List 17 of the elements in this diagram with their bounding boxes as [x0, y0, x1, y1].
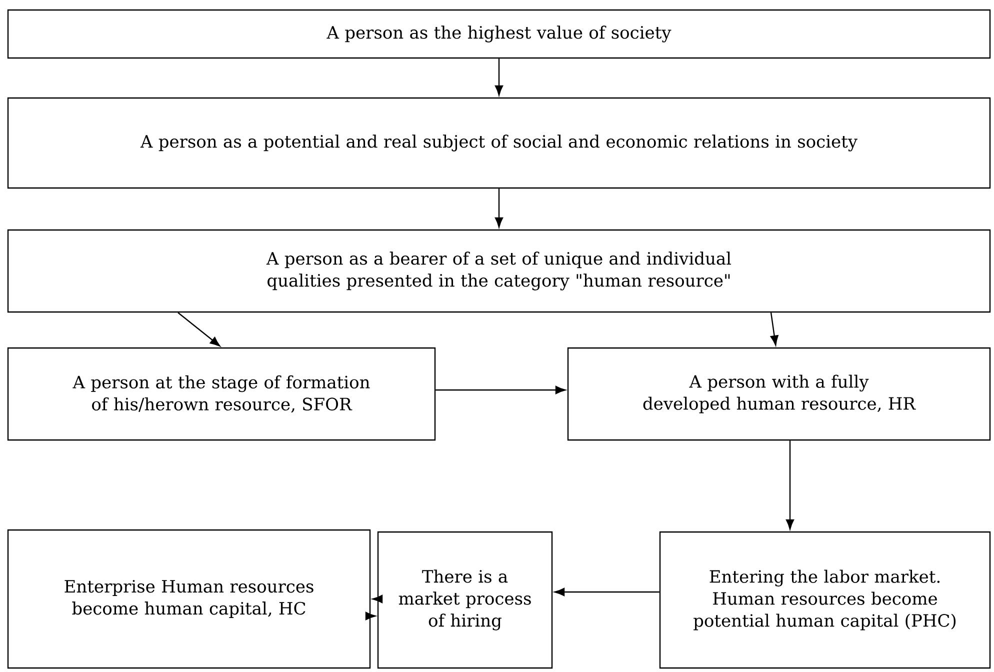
arrow [770, 312, 778, 346]
arrow [494, 58, 504, 96]
process-box: A person as the highest value of society [7, 9, 991, 59]
process-box: Entering the labor market. Human resources become potential human capital (PHC) [659, 531, 991, 669]
process-box: There is a market process of hiring [377, 531, 553, 669]
arrow [554, 588, 660, 596]
arrow [365, 612, 376, 620]
arrow [494, 188, 504, 228]
process-box: Enterprise Human resources become human capital, HC [7, 529, 371, 669]
arrow [786, 440, 794, 530]
process-box: A person as a potential and real subject of social and economic relations in society [7, 97, 991, 189]
process-box: A person as a bearer of a set of unique and individual qualities presented in the category "human resource" [7, 229, 991, 313]
arrow [178, 312, 220, 346]
arrow [372, 594, 383, 604]
process-box: A person at the stage of formation of his/herown resource, SFOR [7, 347, 436, 441]
process-box: A person with a fully developed human resource, HR [567, 347, 991, 441]
arrow [436, 386, 566, 394]
